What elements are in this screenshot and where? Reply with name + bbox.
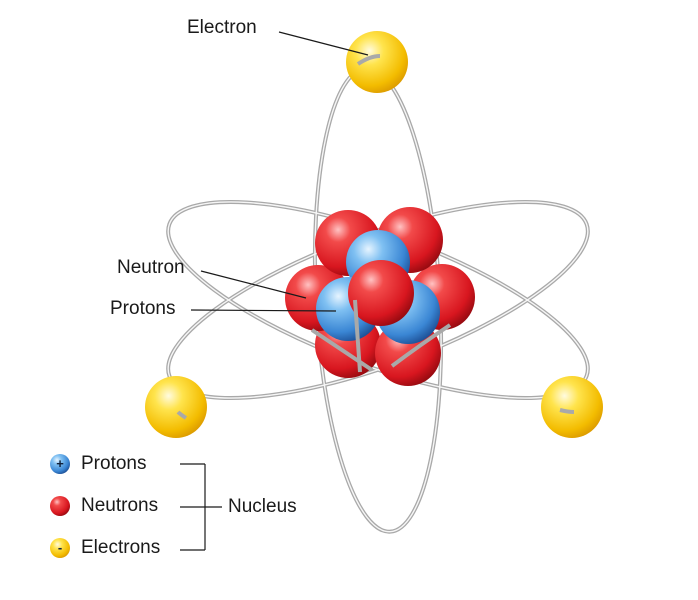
proton-symbol: + <box>56 456 64 471</box>
protons-leader <box>190 309 337 312</box>
neutron-leader <box>200 270 307 299</box>
electron-icon <box>50 538 70 558</box>
nucleus <box>285 207 475 386</box>
leader-lines <box>180 31 369 551</box>
neutron-label: Neutron <box>117 257 185 278</box>
proton-icon <box>50 454 70 474</box>
neutron <box>348 260 414 326</box>
electron <box>145 376 207 438</box>
legend-item-electrons: Electrons <box>81 537 161 558</box>
legend-item-protons: Protons <box>81 453 147 474</box>
neutron-icon <box>50 496 70 516</box>
electron <box>346 31 408 93</box>
electron-label: Electron <box>187 17 257 38</box>
electron-leader <box>278 31 369 56</box>
protons-label: Protons <box>110 298 176 319</box>
electron <box>541 376 603 438</box>
legend-icons <box>50 454 70 558</box>
electron-symbol: - <box>57 540 63 555</box>
legend-group-nucleus: Nucleus <box>228 496 297 517</box>
legend-item-neutrons: Neutrons <box>81 495 159 516</box>
electrons <box>145 31 603 438</box>
